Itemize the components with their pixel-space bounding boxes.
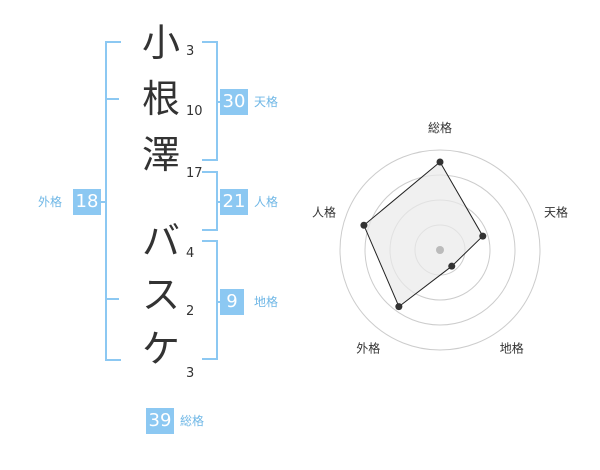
- gaikaku-bracket: [105, 41, 121, 361]
- radar-point: [395, 303, 403, 311]
- radar-points: [360, 158, 487, 311]
- bracket-connector: [216, 101, 220, 103]
- gaikaku-value: 18: [73, 189, 101, 215]
- chikaku-label: 地格: [254, 295, 279, 309]
- tenkaku-value: 30: [220, 89, 248, 115]
- bracket-tick: [105, 298, 119, 300]
- bracket-tick: [105, 98, 119, 100]
- bracket-connector: [216, 201, 220, 203]
- stroke-count-3: 17: [186, 166, 203, 181]
- radar-point: [436, 158, 444, 166]
- stroke-count-6: 3: [186, 366, 195, 381]
- name-char-1: 小: [141, 21, 180, 65]
- radar-point: [479, 232, 487, 240]
- radar-axis-label: 地格: [500, 341, 524, 356]
- radar-point: [448, 262, 456, 270]
- name-char-6: ケ: [141, 327, 180, 371]
- jinkaku-value: 21: [220, 189, 248, 215]
- chikaku-value: 9: [220, 289, 244, 315]
- radar-axis-label: 外格: [356, 341, 380, 356]
- radar-point: [360, 221, 368, 229]
- radar-axis-label: 人格: [312, 204, 336, 219]
- bracket-connector: [97, 201, 105, 203]
- chikaku-bracket: [202, 240, 218, 360]
- radar-shape: [363, 161, 484, 308]
- stroke-count-2: 10: [186, 104, 203, 119]
- name-char-4: バ: [141, 219, 180, 263]
- name-char-2: 根: [141, 77, 180, 121]
- soukaku-label: 総格: [180, 414, 205, 428]
- stroke-count-4: 4: [186, 246, 195, 261]
- jinkaku-label: 人格: [254, 195, 279, 209]
- radar-axis-label: 総格: [428, 120, 452, 135]
- tenkaku-label: 天格: [254, 95, 279, 109]
- stroke-count-5: 2: [186, 304, 195, 319]
- radar-axis-label: 天格: [544, 204, 568, 219]
- gaikaku-label: 外格: [38, 195, 63, 209]
- stroke-count-1: 3: [186, 44, 195, 59]
- bracket-connector: [216, 301, 220, 303]
- soukaku-value: 39: [146, 408, 174, 434]
- name-char-5: ス: [141, 273, 180, 317]
- name-char-3: 澤: [141, 133, 180, 177]
- radar-center-dot: [436, 246, 444, 254]
